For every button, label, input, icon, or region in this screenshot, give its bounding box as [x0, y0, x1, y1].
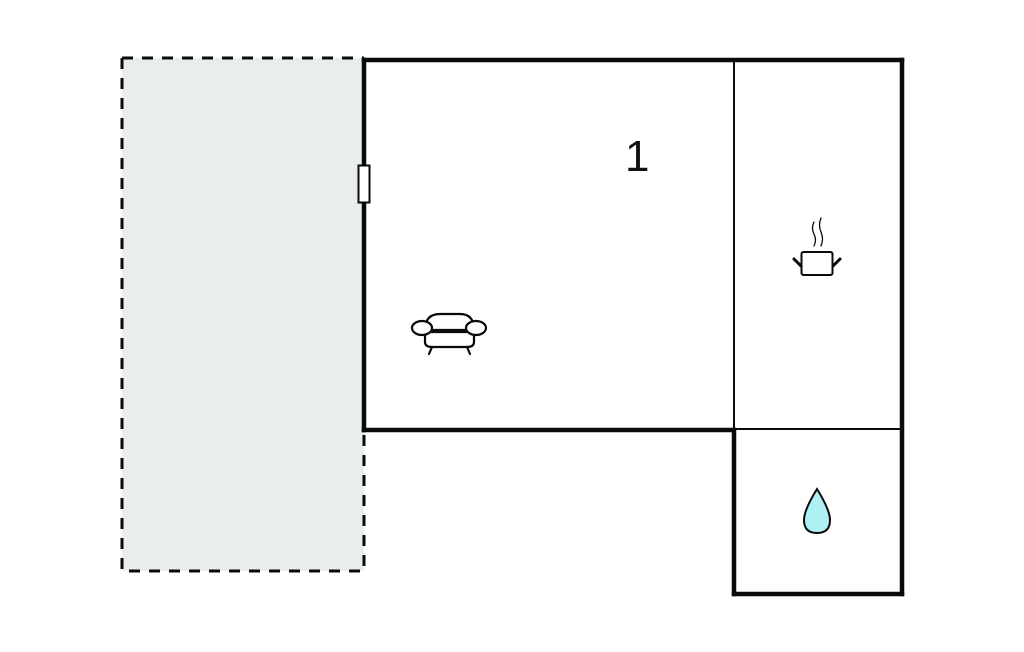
terrace: [120, 56, 366, 573]
room-number-label: 1: [625, 132, 650, 181]
cooking-pot-icon: [792, 217, 842, 276]
walls: [361, 57, 905, 597]
sofa-icon: [410, 312, 488, 356]
kitchen: [733, 60, 902, 430]
living-room: [364, 60, 733, 430]
water-drop-icon: [802, 487, 832, 535]
door-marker: [357, 164, 371, 204]
